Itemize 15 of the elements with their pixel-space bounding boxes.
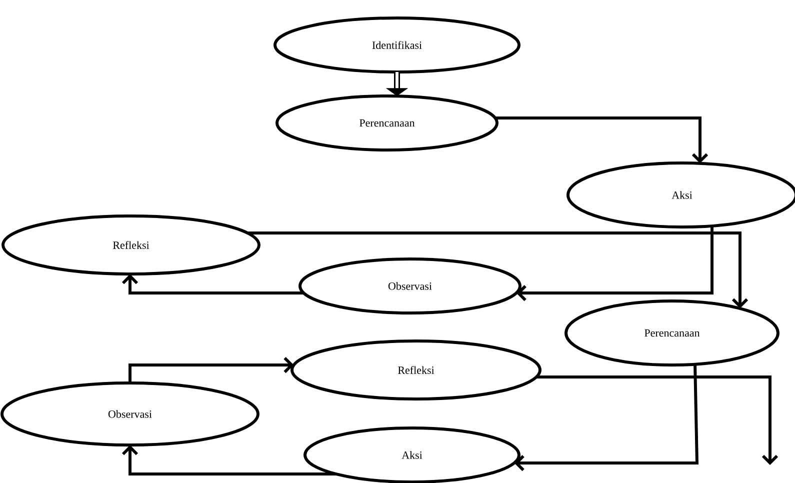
arrow bbox=[536, 376, 778, 465]
ellipse-node: Observasi bbox=[298, 258, 522, 314]
arrow bbox=[248, 232, 748, 308]
arrow bbox=[495, 116, 708, 164]
ellipse-node: Refleksi bbox=[290, 340, 542, 400]
arrow bbox=[122, 445, 336, 476]
ellipse-node: Identifikasi bbox=[274, 16, 520, 74]
ellipse-node: Refleksi bbox=[2, 214, 260, 276]
arrow bbox=[516, 226, 714, 302]
ellipse-node: Perencanaan bbox=[564, 300, 780, 366]
arrow bbox=[514, 364, 699, 472]
ellipse-node: Observasi bbox=[0, 382, 260, 446]
arrow bbox=[128, 356, 294, 383]
arrow bbox=[122, 274, 304, 294]
ellipse-node: Perencanaan bbox=[276, 94, 498, 152]
